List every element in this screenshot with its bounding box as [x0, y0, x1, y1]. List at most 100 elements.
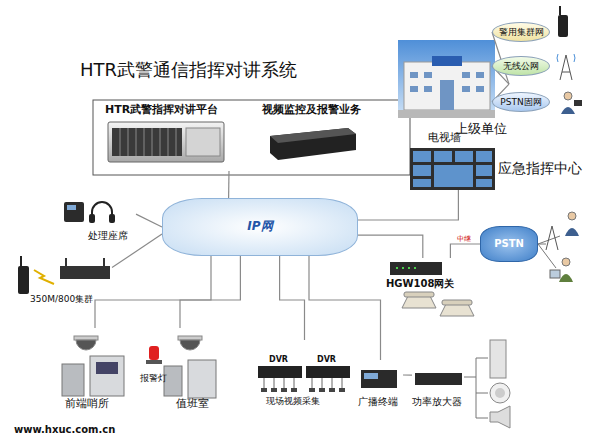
handset: [442, 300, 472, 305]
head: [564, 92, 572, 100]
diagram-node: IP网: [162, 198, 358, 256]
pstn-users: [538, 212, 579, 282]
building-sign: [432, 56, 462, 66]
ceiling-speaker: [490, 383, 510, 403]
diagram-node: PSTN固网: [492, 92, 550, 112]
diagram-node: HGW108网关: [386, 258, 478, 320]
video-device: [270, 128, 356, 160]
desk-phones: [402, 292, 474, 316]
phone-body: [402, 296, 436, 308]
pstn-leaders: [538, 236, 560, 268]
diagram-node: 功率放大器: [412, 368, 464, 410]
bay-lines: [120, 128, 176, 156]
broadcast-devices: [361, 370, 462, 388]
connector-line: [309, 256, 381, 360]
terminal-screen: [364, 373, 378, 379]
radio-body: [18, 266, 29, 294]
node-text: 前端哨所: [65, 398, 109, 411]
connector-line: [358, 190, 458, 220]
radio-body: [558, 15, 568, 37]
gateway-device: [390, 262, 442, 275]
computer: [550, 270, 560, 278]
node-text: 视频监控及报警业务: [262, 104, 361, 117]
tower-waves: [557, 54, 575, 62]
seat-icons: [64, 202, 115, 223]
diagram-node: PSTN: [480, 226, 538, 262]
server-bays: [112, 128, 182, 156]
diagram-node: 前端哨所: [55, 328, 135, 412]
dome-camera: [76, 340, 96, 350]
gateway-body: [390, 262, 442, 275]
connector-line: [403, 374, 412, 375]
node-text: 现场视频采集: [266, 396, 320, 406]
cameras: [261, 388, 345, 392]
station-antennas: [66, 258, 104, 266]
panel-screen: [96, 362, 118, 374]
diagram-node: 350M/800集群: [12, 258, 112, 306]
handset: [404, 292, 434, 297]
node-text: 处理座席: [88, 230, 128, 242]
dvr-box: [258, 366, 302, 378]
duty-room-devices: [146, 336, 216, 398]
diagram-title: HTR武警通信指挥对讲系统: [80, 60, 297, 81]
diagram-node: 值班室: [140, 328, 220, 412]
wall-frame: [410, 148, 495, 190]
free-label: 报警灯: [140, 373, 167, 383]
tower-frame: [546, 226, 558, 250]
phone-screen: [67, 205, 76, 210]
base-station: [60, 266, 110, 279]
building-photo: [398, 40, 495, 118]
alarm-base: [146, 360, 162, 364]
wall-screens: [413, 151, 492, 187]
building-body: [404, 62, 490, 110]
node-text: PSTN固网: [500, 97, 541, 107]
node-text: 电视墙: [428, 132, 461, 145]
radio-antenna: [20, 256, 22, 266]
node-text: 警用集群网: [499, 27, 544, 37]
head: [562, 258, 570, 266]
video-wall: [410, 148, 495, 190]
diagram-node: 视频监控及报警业务: [258, 103, 390, 171]
connector-line: [95, 256, 211, 328]
connector-line: [358, 235, 423, 258]
connector-line: [280, 256, 305, 340]
camera-base: [74, 336, 98, 340]
ear-cup: [89, 214, 95, 223]
connector-line: [228, 171, 230, 198]
camera-base: [178, 336, 202, 340]
node-text: IP网: [247, 220, 272, 234]
phone: [574, 100, 582, 106]
head: [568, 212, 576, 220]
device-top: [270, 128, 356, 143]
walkie-talkie-icon: [558, 6, 568, 37]
server-chassis: [108, 122, 224, 162]
ground: [398, 110, 495, 118]
camera-wires: [264, 378, 342, 388]
node-text: 值班室: [176, 398, 209, 411]
diagram-node: 广播终端: [358, 360, 403, 410]
edge-label: 中继: [457, 234, 471, 244]
desk-phone: [64, 202, 84, 222]
sky: [398, 40, 495, 118]
intercom-panel: [62, 364, 84, 396]
trunk-radio-icons: [18, 256, 110, 294]
lightning: [34, 270, 54, 284]
power-amplifier: [415, 373, 462, 385]
body: [561, 107, 575, 114]
alarm-light: [149, 346, 159, 360]
dvr-box: [306, 366, 350, 378]
node-text: 功率放大器: [412, 396, 462, 408]
node-text: HGW108网关: [386, 278, 454, 290]
diagram-node: HTR武警指挥对讲平台: [100, 103, 233, 171]
windows: [410, 72, 484, 110]
connector-line: [180, 256, 240, 328]
phone-user-icon: [561, 92, 582, 114]
body: [559, 274, 573, 282]
device-body: [270, 128, 356, 160]
node-text: HTR武警指挥对讲平台: [105, 104, 218, 117]
speaker-cone: [495, 388, 505, 398]
free-label: DVR: [269, 355, 288, 364]
intercom-panel: [90, 356, 124, 396]
node-text: 上级单位: [455, 122, 507, 137]
